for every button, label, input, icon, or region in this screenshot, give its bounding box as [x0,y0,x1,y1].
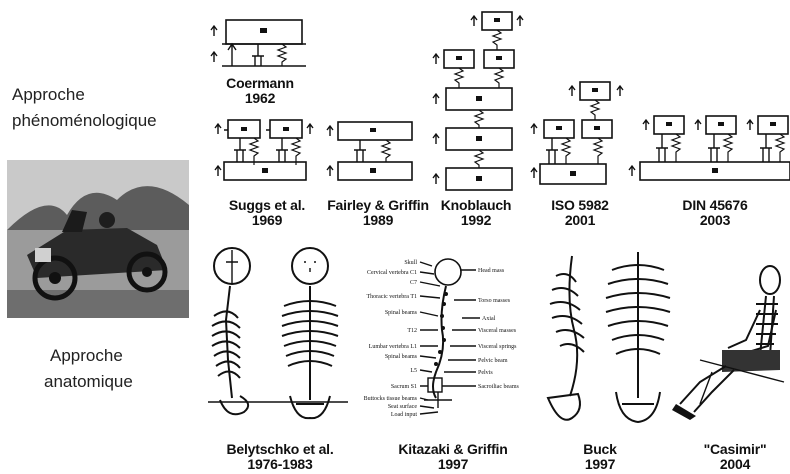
kitazaki-label-buttocks: Buttocks tissue beams [364,396,418,402]
model-name: Fairley & Griffin [318,198,438,213]
kitazaki-label-visceral-springs: Visceral springs [478,344,517,350]
casimir-model [672,266,784,420]
model-year: 1997 [388,457,518,472]
model-year: 2004 [690,457,780,472]
model-year: 1969 [222,213,312,228]
kitazaki-label-head-mass: Head mass [478,268,505,274]
model-caption-din-45676: DIN 45676 2003 [665,198,765,228]
kitazaki-label-pelvis: Pelvis [478,370,493,376]
kitazaki-label-t12: T12 [407,328,417,334]
kitazaki-label-torso-masses: Torso masses [478,298,511,304]
model-year: 1976-1983 [215,457,345,472]
kitazaki-label-s1: Sacrum S1 [391,384,417,390]
model-caption-iso-5982: ISO 5982 2001 [535,198,625,228]
model-name: "Casimir" [690,442,780,457]
model-caption-casimir: "Casimir" 2004 [690,442,780,472]
model-name: DIN 45676 [665,198,765,213]
model-year: 1992 [431,213,521,228]
kitazaki-label-axial: Axial [482,316,496,322]
model-year: 1962 [215,91,305,106]
kitazaki-label-load-input: Load input [391,412,417,418]
model-name: Buck [570,442,630,457]
kitazaki-label-spinal-beams-2: Spinal beams [385,354,418,360]
model-name: Coermann [215,76,305,91]
model-name: Suggs et al. [222,198,312,213]
belytschko-model [208,248,348,418]
model-caption-buck: Buck 1997 [570,442,630,472]
model-year: 2003 [665,213,765,228]
kitazaki-label-spinal-beams-1: Spinal beams [385,310,418,316]
buck-model [548,252,670,422]
model-name: Kitazaki & Griffin [388,442,518,457]
kitazaki-griffin-model: Skull Cervical vertebra C1 C7 Thoracic v… [364,259,520,418]
model-name: Belytschko et al. [215,442,345,457]
model-caption-belytschko: Belytschko et al. 1976-1983 [215,442,345,472]
model-year: 1997 [570,457,630,472]
model-caption-coermann: Coermann 1962 [215,76,305,106]
model-caption-fairley-griffin: Fairley & Griffin 1989 [318,198,438,228]
kitazaki-label-c1: Cervical vertebra C1 [367,270,417,276]
kitazaki-label-skull: Skull [404,260,417,266]
model-year: 2001 [535,213,625,228]
model-caption-kitazaki-griffin: Kitazaki & Griffin 1997 [388,442,518,472]
kitazaki-label-l5: L5 [410,368,417,374]
kitazaki-label-c7: C7 [410,280,417,286]
kitazaki-label-t1: Thoracic vertebra T1 [366,294,417,300]
model-year: 1989 [318,213,438,228]
model-caption-knoblauch: Knoblauch 1992 [431,198,521,228]
kitazaki-label-pelvic-beam: Pelvic beam [478,358,508,364]
model-name: Knoblauch [431,198,521,213]
kitazaki-label-seat-surface: Seat surface [388,403,417,410]
model-name: ISO 5982 [535,198,625,213]
kitazaki-label-l1: Lumbar vertebra L1 [369,344,417,350]
kitazaki-label-visceral-masses: Visceral masses [478,328,517,334]
model-caption-suggs: Suggs et al. 1969 [222,198,312,228]
kitazaki-label-sacroiliac: Sacroiliac beams [478,384,519,390]
